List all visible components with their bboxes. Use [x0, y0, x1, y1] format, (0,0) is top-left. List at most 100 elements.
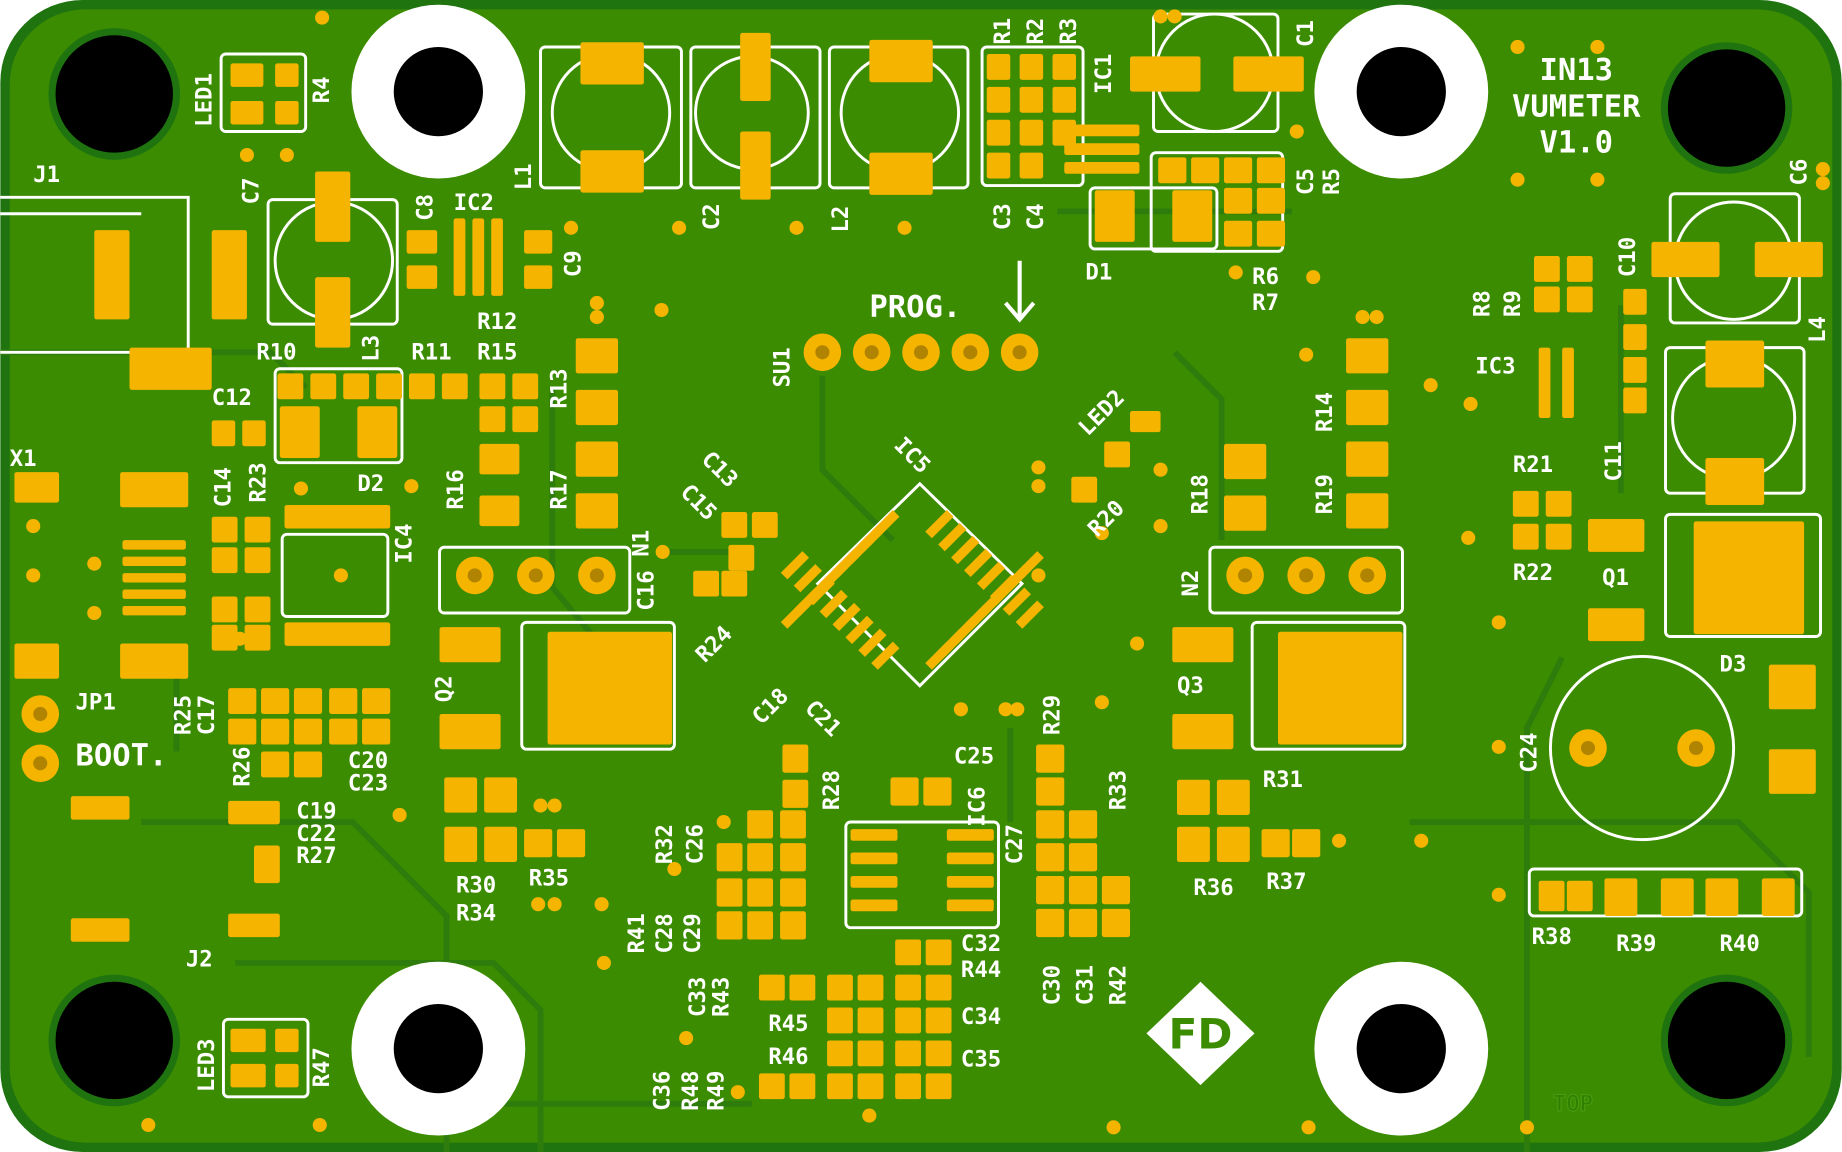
via: [1510, 172, 1525, 187]
smd-pad: [1064, 124, 1140, 137]
mounting-holes: [48, 4, 1793, 1136]
via: [1306, 270, 1321, 285]
via: [315, 10, 330, 25]
silkscreen-label-r9: R9: [1500, 290, 1526, 317]
smd-pad: [740, 32, 771, 101]
silkscreen-label-c19: C19: [296, 798, 336, 824]
smd-pad: [575, 493, 619, 529]
smd-pad: [1130, 56, 1201, 92]
smd-pad: [740, 131, 771, 200]
via: [293, 481, 309, 496]
drill: [33, 706, 48, 722]
via: [26, 568, 41, 583]
smd-pad: [484, 826, 518, 862]
smd-pad: [1768, 664, 1816, 710]
silkscreen-label-x1: X1: [10, 446, 37, 472]
smd-pad: [780, 810, 806, 839]
silkscreen-label-r3: R3: [1056, 18, 1082, 45]
silkscreen-label-c31: C31: [1072, 965, 1098, 1005]
smd-pad: [747, 911, 774, 940]
via: [1815, 176, 1830, 191]
component-outline: [1088, 186, 1219, 251]
ic-pin: [845, 615, 874, 644]
via: [1301, 1120, 1316, 1135]
mounting-hole: [55, 35, 173, 153]
smd-pad: [827, 1007, 853, 1034]
smd-pad: [857, 1007, 884, 1034]
smd-pad: [357, 406, 398, 458]
smd-pad: [827, 974, 853, 1001]
silkscreen-label-r37: R37: [1266, 869, 1306, 895]
via: [1031, 460, 1046, 475]
ic5-outline: [815, 481, 1025, 688]
trace: [1409, 819, 1812, 1057]
smd-pad: [895, 939, 921, 966]
smd-pad: [728, 544, 755, 571]
via: [679, 1031, 694, 1046]
via: [547, 798, 562, 813]
via: [594, 897, 609, 912]
trace: [1524, 656, 1565, 1152]
silkscreen-label-c7: C7: [239, 177, 265, 204]
drill: [1360, 568, 1375, 583]
smd-pad: [1068, 810, 1098, 839]
via: [589, 310, 604, 325]
drill: [33, 756, 48, 771]
smd-pad: [850, 876, 898, 888]
smd-pad: [747, 878, 774, 907]
via: [1153, 462, 1168, 477]
smd-pad: [479, 373, 506, 400]
smd-pad: [747, 810, 774, 839]
component-outline: [273, 367, 404, 465]
smd-pad: [472, 218, 485, 296]
via: [654, 302, 669, 318]
smd-pad: [1761, 878, 1795, 916]
mounting-hole: [1667, 981, 1786, 1100]
ic-pin: [832, 602, 861, 632]
smd-pad: [277, 373, 304, 400]
smd-pad: [122, 589, 186, 599]
silkscreen-label-c8: C8: [412, 194, 438, 221]
smd-pad: [575, 389, 619, 426]
smd-pad: [439, 627, 501, 663]
component-outline: [1664, 512, 1822, 638]
smd-pad: [1538, 347, 1551, 419]
smd-pad: [1588, 519, 1645, 552]
smd-pad: [244, 516, 271, 543]
via: [589, 295, 604, 311]
silkscreen-label-r49: R49: [704, 1071, 730, 1111]
trace: [1172, 350, 1225, 541]
smd-pad: [1019, 54, 1044, 80]
silkscreen-label-led1: LED1: [192, 73, 218, 127]
silkscreen-label-c25: C25: [954, 743, 994, 769]
drill: [1689, 740, 1704, 756]
logo-text: FD: [1169, 1010, 1233, 1059]
smd-pad: [244, 547, 271, 574]
silkscreen-label-su1: SU1: [769, 347, 795, 387]
drill: [815, 345, 830, 360]
silkscreen-label-r16: R16: [443, 469, 469, 509]
smd-pad: [253, 845, 280, 884]
smd-pad: [444, 826, 478, 862]
component-outline: [280, 532, 390, 618]
smd-pad: [230, 1063, 266, 1088]
smd-pad: [850, 852, 898, 865]
smd-pad: [129, 347, 212, 390]
smd-pad: [575, 441, 619, 477]
via: [1815, 162, 1830, 177]
ic-pin: [780, 600, 810, 629]
silkscreen-label-c23: C23: [348, 770, 388, 796]
silkscreen-label-c10: C10: [1615, 237, 1641, 277]
silkscreen-label-c29: C29: [680, 913, 706, 953]
silkscreen-label-r38: R38: [1532, 924, 1572, 950]
silkscreen-label-c6: C6: [1786, 159, 1812, 186]
smd-pad: [925, 1040, 952, 1067]
smd-pad: [1019, 152, 1044, 179]
smd-pad: [1545, 490, 1572, 517]
via: [672, 220, 687, 235]
smd-pad: [1261, 829, 1290, 858]
copper-pads: [14, 9, 1830, 1135]
silkscreen-label-r15: R15: [477, 339, 517, 365]
via: [1094, 695, 1109, 710]
silkscreen-label-c33: C33: [685, 977, 711, 1017]
